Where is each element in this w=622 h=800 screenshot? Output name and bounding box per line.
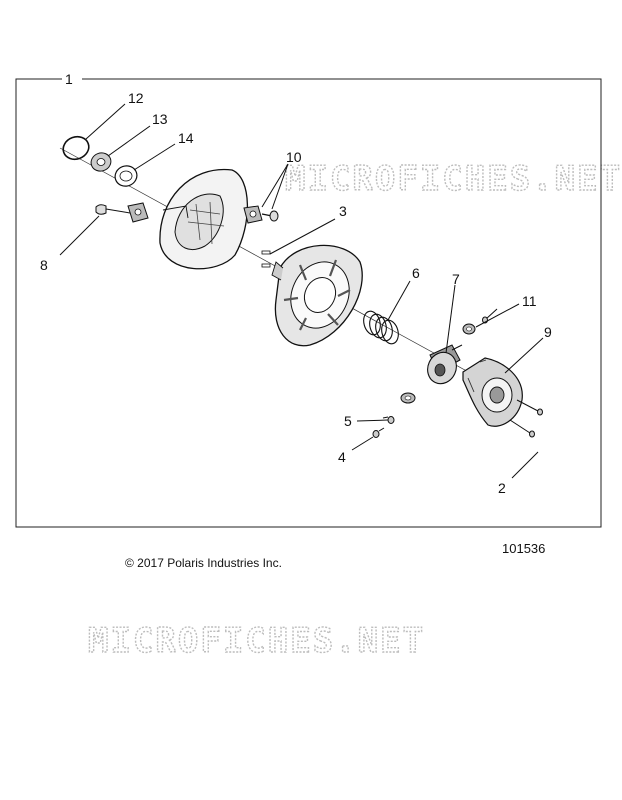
roller-part xyxy=(243,205,263,224)
key-part xyxy=(261,250,271,268)
diagram-frame xyxy=(15,78,602,528)
callout-3: 3 xyxy=(339,203,347,219)
stationary-sheave-part xyxy=(271,244,363,347)
watermark-bottom: MICROFICHES.NET xyxy=(88,621,425,661)
callout-9: 9 xyxy=(544,324,552,340)
callout-12: 12 xyxy=(128,90,144,106)
cover-screw-part xyxy=(482,308,543,438)
roller-block-part xyxy=(127,202,149,223)
upper-bushing-part xyxy=(462,323,476,335)
callout-7: 7 xyxy=(452,271,460,287)
drawing-number: 101536 xyxy=(502,541,546,556)
callout-10: 10 xyxy=(286,149,302,165)
callout-1: 1 xyxy=(65,71,73,87)
stem-part xyxy=(95,204,131,215)
cover-part xyxy=(462,357,523,427)
callout-5: 5 xyxy=(344,413,352,429)
moveable-sheave-part xyxy=(159,168,249,270)
hub-part xyxy=(427,344,463,385)
roller-screw-part xyxy=(261,210,279,222)
washer-part xyxy=(90,152,112,172)
callout-11: 11 xyxy=(522,293,537,309)
small-screw-part xyxy=(372,416,395,438)
snap-ring-part xyxy=(62,135,90,161)
bushing-part xyxy=(400,392,416,404)
callout-13: 13 xyxy=(152,111,168,127)
watermark-top: MICROFICHES.NET xyxy=(285,159,622,199)
shim-part xyxy=(114,165,138,187)
copyright-notice: © 2017 Polaris Industries Inc. xyxy=(125,556,282,570)
callout-6: 6 xyxy=(412,265,420,281)
spring-part xyxy=(363,310,399,345)
callout-8: 8 xyxy=(40,257,48,273)
callout-14: 14 xyxy=(178,130,194,146)
callout-2: 2 xyxy=(498,480,506,496)
leader-lines xyxy=(59,103,544,479)
callout-4: 4 xyxy=(338,449,346,465)
